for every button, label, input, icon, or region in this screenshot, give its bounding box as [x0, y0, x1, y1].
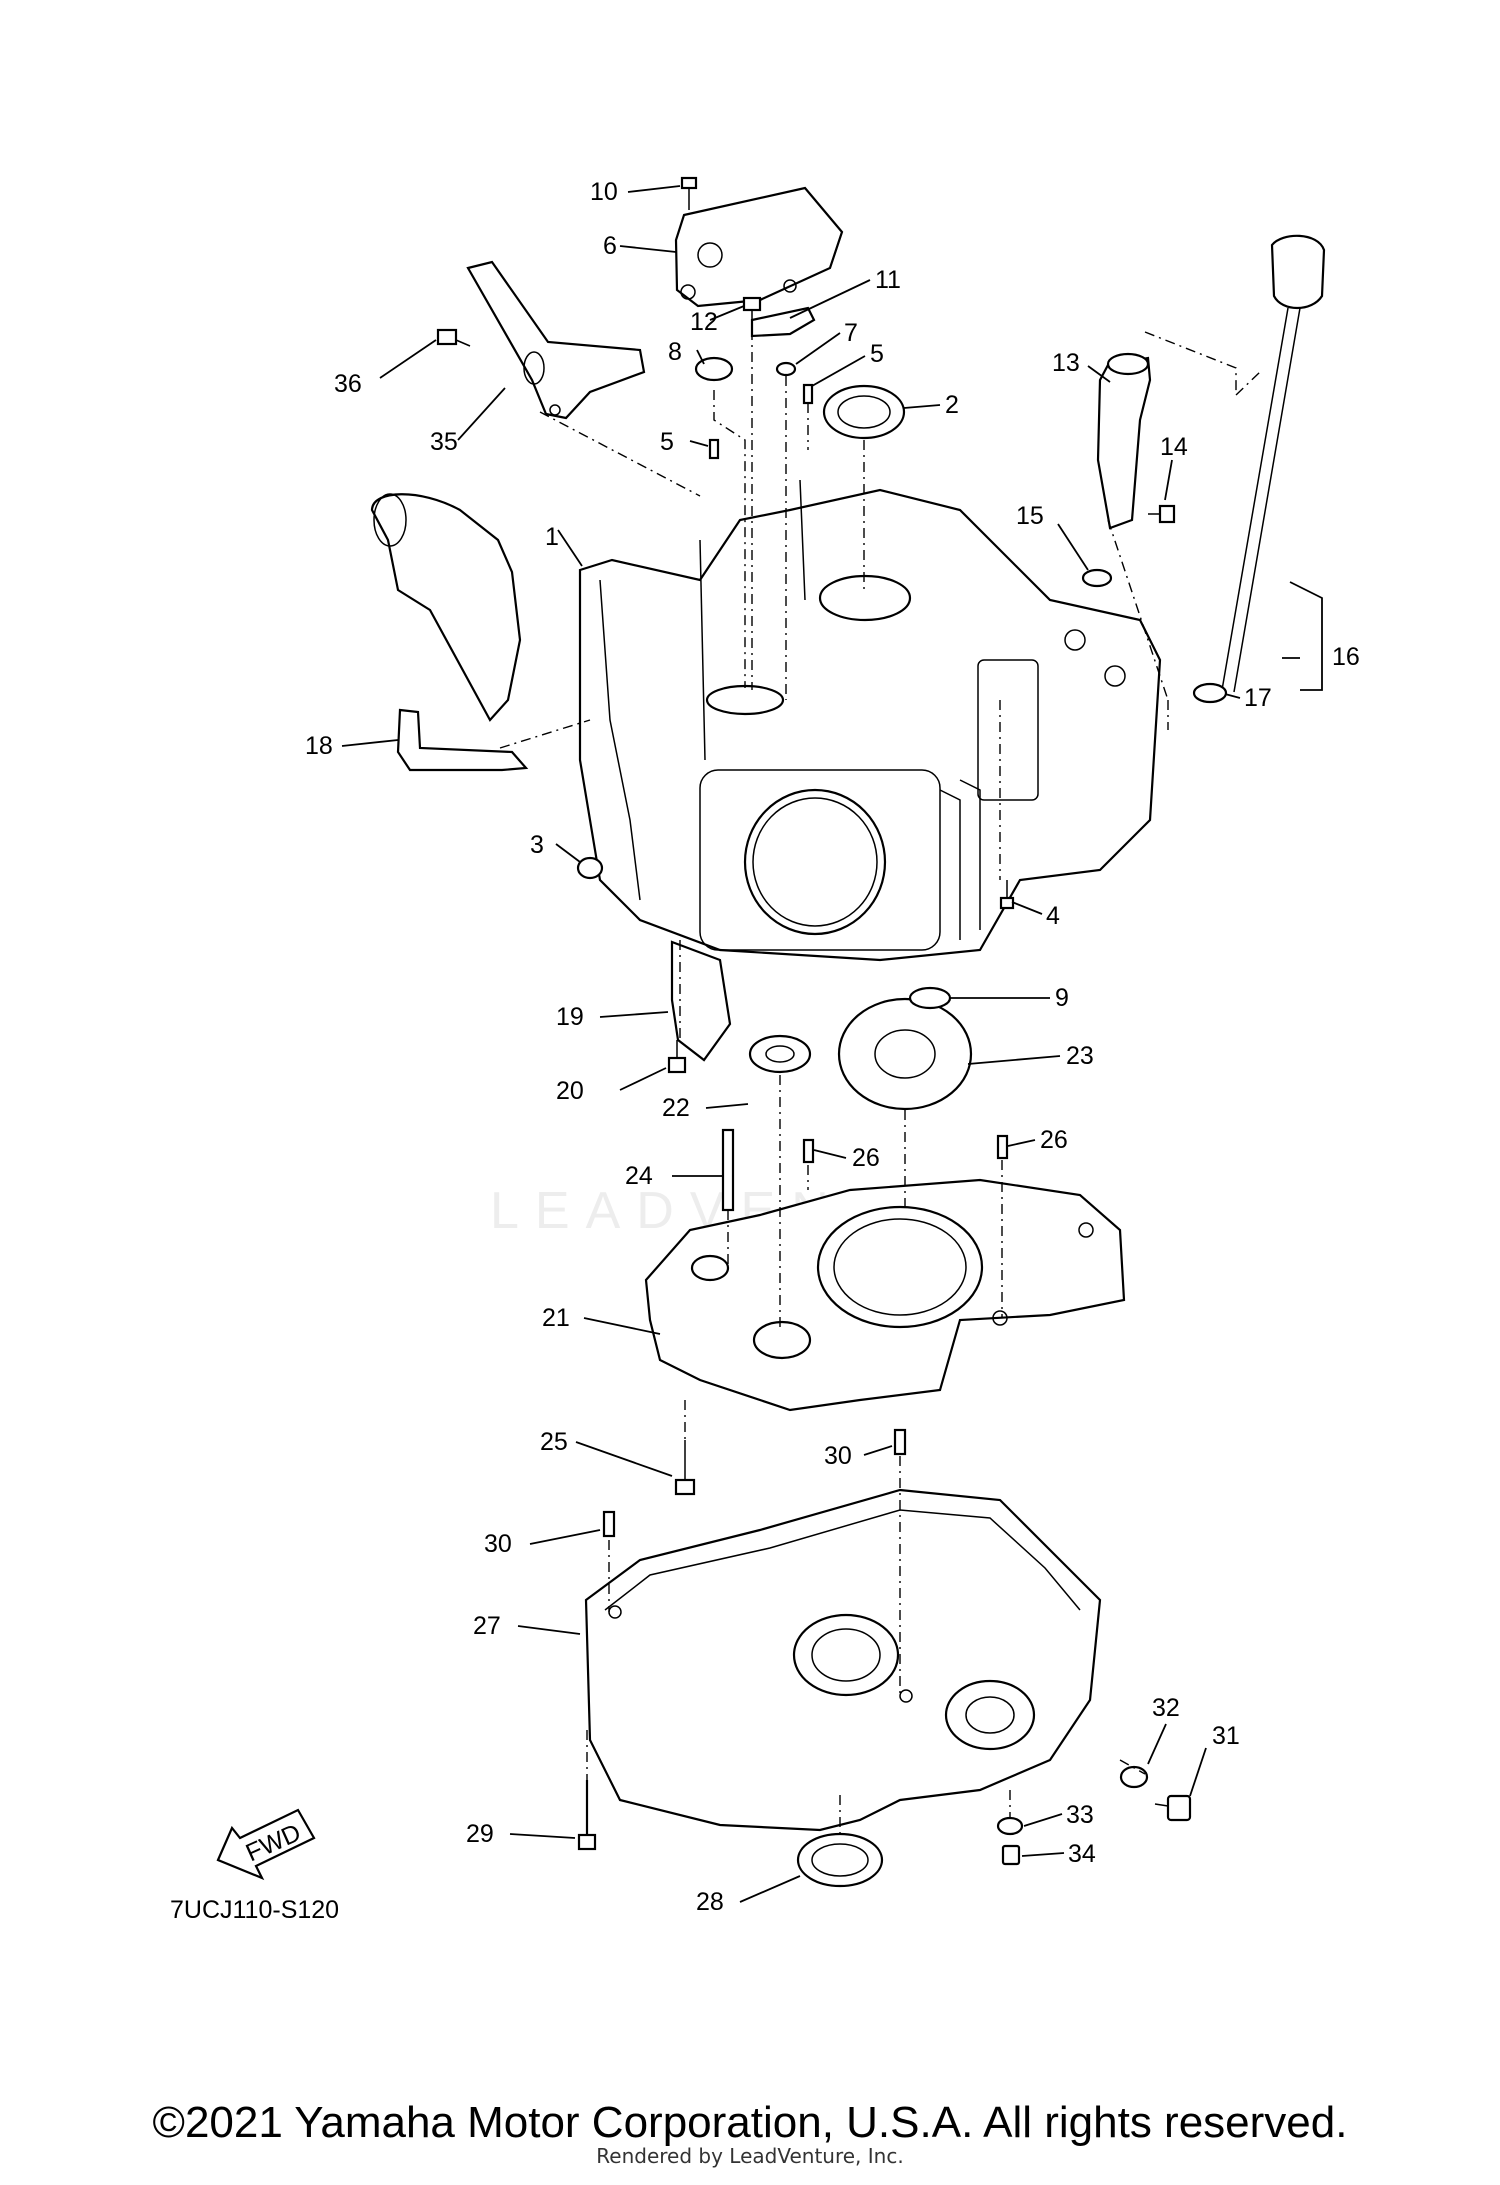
callout-27: 27: [473, 1612, 501, 1640]
part-dowel-26b: [996, 1134, 1009, 1160]
part-bolt-20: [667, 1040, 687, 1074]
part-o-ring-7: [775, 361, 797, 377]
part-thermostat-housing: [370, 493, 522, 722]
callout-25: 25: [540, 1428, 568, 1456]
part-o-ring-17: [1192, 682, 1228, 704]
part-stud-24: [721, 1128, 735, 1212]
callout-15: 15: [1016, 502, 1044, 530]
callout-26b: 26: [1040, 1126, 1068, 1154]
part-o-ring-8: [694, 356, 734, 382]
callout-34: 34: [1068, 1840, 1096, 1868]
part-o-ring-15: [1081, 568, 1113, 588]
callout-10: 10: [590, 178, 618, 206]
callout-5a: 5: [660, 428, 674, 456]
diagram-code: 7UCJ110-S120: [170, 1896, 339, 1924]
callout-6: 6: [603, 232, 617, 260]
part-oil-pan-27: [584, 1488, 1102, 1832]
callout-31: 31: [1212, 1722, 1240, 1750]
part-bolt-10: [680, 176, 698, 210]
callout-30a: 30: [824, 1442, 852, 1470]
callout-8: 8: [668, 338, 682, 366]
part-crankcase-21: [644, 1178, 1126, 1412]
callout-17: 17: [1244, 684, 1272, 712]
part-oil-seal-28: [796, 1832, 884, 1888]
callout-26a: 26: [852, 1144, 880, 1172]
callout-7: 7: [844, 319, 858, 347]
part-bolt-14: [1148, 504, 1176, 524]
part-oil-filler-pipe-13: [1096, 352, 1152, 530]
callout-30b: 30: [484, 1530, 512, 1558]
part-cylinder-block-1: [578, 479, 1162, 962]
part-cover-6: [674, 186, 844, 308]
callout-4: 4: [1046, 902, 1060, 930]
callout-18: 18: [305, 732, 333, 760]
part-washer-33: [996, 1816, 1024, 1836]
callout-24: 24: [625, 1162, 653, 1190]
callout-23: 23: [1066, 1042, 1094, 1070]
part-washer-32: [1119, 1765, 1149, 1789]
part-bearing-23: [837, 997, 973, 1111]
part-plate-11: [750, 306, 816, 338]
part-dowel-5b: [802, 383, 814, 405]
callout-1: 1: [545, 523, 559, 551]
callout-14: 14: [1160, 433, 1188, 461]
part-hose-18: [396, 708, 529, 772]
part-o-ring-9: [908, 986, 952, 1010]
callout-16: 16: [1332, 643, 1360, 671]
part-bolt-29: [577, 1780, 597, 1851]
copyright-notice: ©2021 Yamaha Motor Corporation, U.S.A. A…: [152, 2098, 1348, 2147]
part-plug-3: [576, 856, 604, 880]
callout-33: 33: [1066, 1801, 1094, 1829]
callout-12: 12: [690, 308, 718, 336]
callout-19: 19: [556, 1003, 584, 1031]
part-dowel-30b: [602, 1510, 616, 1538]
callout-28: 28: [696, 1888, 724, 1916]
alignment-lines: [499, 330, 1261, 1834]
part-oil-seal-2: [822, 384, 906, 440]
callout-32: 32: [1152, 1694, 1180, 1722]
part-bolt-12: [742, 296, 762, 322]
callout-35: 35: [430, 428, 458, 456]
part-plug-31: [1154, 1794, 1192, 1822]
part-bolt-25: [674, 1440, 696, 1496]
rendered-by-credit: Rendered by LeadVenture, Inc.: [596, 2144, 904, 2168]
part-dowel-5a: [708, 438, 720, 460]
part-dipstick-16: [1221, 234, 1326, 693]
callout-9: 9: [1055, 984, 1069, 1012]
callout-13: 13: [1052, 349, 1080, 377]
part-bracket-35: [466, 260, 646, 420]
part-bolt-36: [436, 328, 471, 347]
callout-2: 2: [945, 391, 959, 419]
callout-labels: 1 2 3 4 5 5 6 7 8 9 10 11 12 13 14 15 16…: [305, 178, 1360, 1916]
callout-21: 21: [542, 1304, 570, 1332]
callout-22: 22: [662, 1094, 690, 1122]
callout-11: 11: [875, 266, 901, 294]
callout-5b: 5: [870, 340, 884, 368]
part-plug-34: [1001, 1844, 1021, 1866]
part-dowel-30a: [893, 1428, 907, 1456]
fwd-arrow-icon: FWD: [216, 1808, 316, 1881]
leader-lines: [341, 185, 1323, 1903]
callout-3: 3: [530, 831, 544, 859]
callout-29: 29: [466, 1820, 494, 1848]
part-dowel-26a: [802, 1138, 815, 1164]
part-bearing-22: [748, 1034, 812, 1074]
part-gasket-19: [670, 940, 732, 1062]
callout-36: 36: [334, 370, 362, 398]
callout-20: 20: [556, 1077, 584, 1105]
